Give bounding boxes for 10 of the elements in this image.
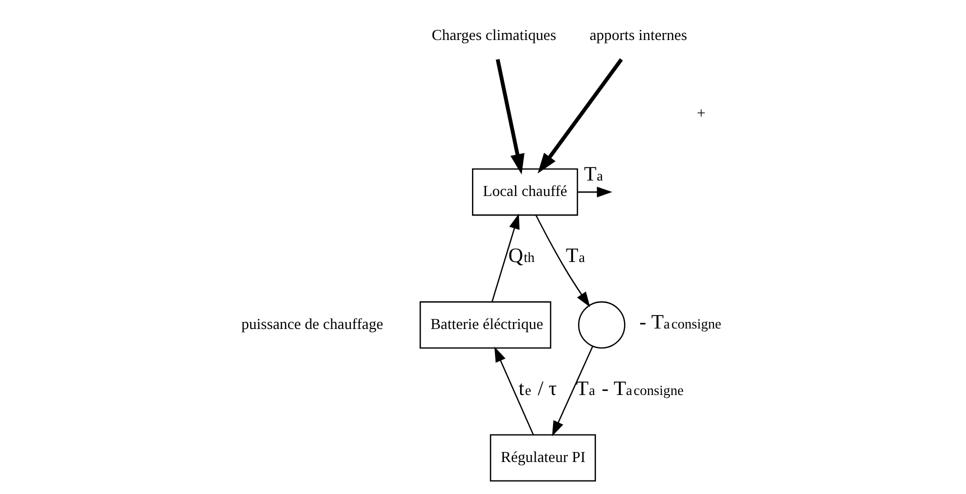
edge-label: Ta - Taconsigne <box>576 378 684 400</box>
edge-label: Ta <box>565 245 584 268</box>
edge-label: te / τ <box>518 378 556 400</box>
node-label: - Taconsigne <box>638 312 721 334</box>
node-text: apports internes <box>589 27 687 44</box>
node-text: Charges climatiques <box>431 27 556 44</box>
edge-label: Qth <box>508 245 534 268</box>
edge-label: Ta <box>583 163 602 186</box>
label: puissance de chauffage <box>240 316 383 333</box>
label: + <box>696 105 706 122</box>
